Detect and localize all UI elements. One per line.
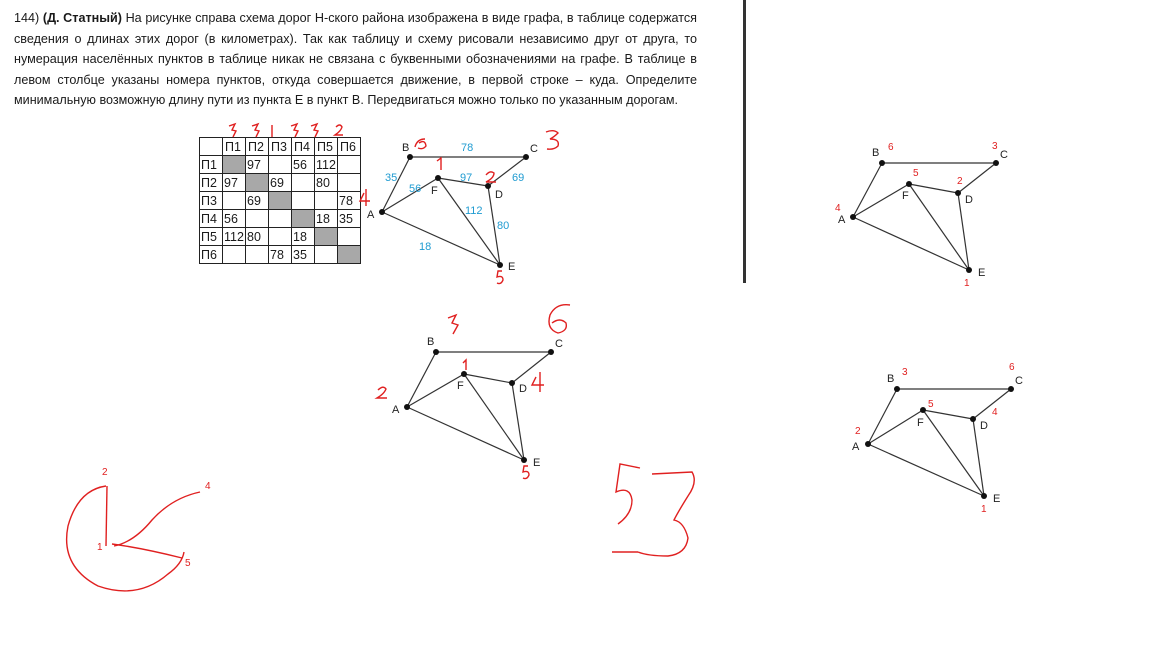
node-label-e: E xyxy=(508,261,515,273)
annotation-f: 5 xyxy=(928,399,934,410)
annotation-b: 3 xyxy=(902,367,908,378)
annotation-c: 3 xyxy=(992,141,998,152)
annotation-b: 6 xyxy=(888,142,894,153)
scribble-label-2: 2 xyxy=(102,467,108,478)
edge-de xyxy=(487,185,501,266)
table-cell: 112 xyxy=(222,227,246,246)
annotation-a: 2 xyxy=(855,426,861,437)
edge-fd xyxy=(437,177,489,187)
problem-author: (Д. Статный) xyxy=(42,11,122,25)
weight-ab: 35 xyxy=(385,172,397,184)
weight-ae: 18 xyxy=(419,241,431,253)
table-cell: 18 xyxy=(314,209,338,228)
table-header-scribbles xyxy=(228,122,343,138)
table-cell xyxy=(337,245,361,264)
node-label-d: D xyxy=(519,383,527,395)
node-label-e: E xyxy=(993,493,1000,505)
node-label-b: B xyxy=(402,142,409,154)
graph-middle: B C F D A E xyxy=(374,304,571,480)
table-cell: 35 xyxy=(291,245,315,264)
node-d xyxy=(485,183,491,189)
graph-bottom-right: B C F D A E 3 6 5 4 2 1 xyxy=(852,362,1023,515)
node-label-a: A xyxy=(852,441,860,453)
graph-main-scribbles xyxy=(358,130,560,285)
node-f xyxy=(435,175,441,181)
node-label-a: A xyxy=(392,404,400,416)
node-label-b: B xyxy=(872,147,879,159)
node-label-c: C xyxy=(1015,375,1023,387)
weight-dc: 69 xyxy=(512,172,524,184)
node-label-a: A xyxy=(838,214,846,226)
row-header: П1 xyxy=(199,155,223,174)
node-label-b: B xyxy=(427,336,434,348)
table-cell: 69 xyxy=(268,173,292,192)
row-header: П4 xyxy=(199,209,223,228)
edge-af xyxy=(381,177,439,213)
table-cell: 97 xyxy=(245,155,269,174)
col-header: П5 xyxy=(314,137,338,156)
node-label-d: D xyxy=(965,194,973,206)
node-label-a: A xyxy=(367,209,375,221)
annotation-e: 1 xyxy=(981,504,987,515)
edge-dc xyxy=(487,156,527,187)
weight-af: 56 xyxy=(409,183,421,195)
node-label-f: F xyxy=(457,380,464,392)
node-e xyxy=(497,262,503,268)
edge-ae xyxy=(381,211,501,266)
node-c xyxy=(523,154,529,160)
annotation-f: 5 xyxy=(913,168,919,179)
node-label-f: F xyxy=(902,190,909,202)
graph-top-right: B C F D A E 6 3 5 2 4 1 xyxy=(835,141,1008,289)
node-label-d: D xyxy=(495,189,503,201)
node-label-f: F xyxy=(917,417,924,429)
node-label-c: C xyxy=(555,338,563,350)
row-header: П5 xyxy=(199,227,223,246)
graph-middle-scribbles xyxy=(374,304,571,480)
node-label-c: C xyxy=(530,143,538,155)
table-cell xyxy=(222,155,246,174)
table-cell: 78 xyxy=(337,191,361,210)
problem-statement: 144) (Д. Статный) На рисунке справа схем… xyxy=(14,8,697,111)
table-header-row: П1 П2 П3 П4 П5 П6 xyxy=(199,137,361,156)
node-label-e: E xyxy=(533,457,540,469)
annotation-a: 4 xyxy=(835,203,841,214)
table-cell: 69 xyxy=(245,191,269,210)
node-label-f: F xyxy=(431,185,438,197)
scribble-diagram: 2 4 1 5 xyxy=(66,467,211,592)
row-header: П6 xyxy=(199,245,223,264)
vertical-divider xyxy=(743,0,746,283)
annotation-d: 2 xyxy=(957,176,963,187)
problem-body: На рисунке справа схема дорог Н-ского ра… xyxy=(14,11,697,108)
table-row: П6 78 35 xyxy=(199,245,361,264)
node-label-b: B xyxy=(887,373,894,385)
handwritten-answer xyxy=(612,463,695,557)
weight-fe: 112 xyxy=(465,205,483,217)
distance-table: П1 П2 П3 П4 П5 П6 П1 97 56 112 П2 97 69 … xyxy=(199,137,361,264)
table-cell: 35 xyxy=(337,209,361,228)
weight-de: 80 xyxy=(497,220,509,232)
node-a xyxy=(379,209,385,215)
node-b xyxy=(407,154,413,160)
weight-fd: 97 xyxy=(460,172,472,184)
weight-bc: 78 xyxy=(461,142,473,154)
annotation-d: 4 xyxy=(992,407,998,418)
table-row: П5 112 80 18 xyxy=(199,227,361,246)
table-cell: 78 xyxy=(268,245,292,264)
edge-ab xyxy=(381,156,411,213)
annotation-e: 1 xyxy=(964,278,970,289)
scribble-label-1: 1 xyxy=(97,542,103,553)
graph-main: B C F D A E 78 35 56 97 69 112 80 18 xyxy=(358,130,560,285)
table-row: П4 56 18 35 xyxy=(199,209,361,228)
annotation-c: 6 xyxy=(1009,362,1015,373)
table-cell xyxy=(268,191,292,210)
node-label-c: C xyxy=(1000,149,1008,161)
node-label-e: E xyxy=(978,267,985,279)
problem-number: 144) xyxy=(14,11,40,25)
scribble-label-5: 5 xyxy=(185,558,191,569)
node-label-d: D xyxy=(980,420,988,432)
edge-fe xyxy=(437,177,501,266)
table-cell xyxy=(314,227,338,246)
scribble-label-4: 4 xyxy=(205,481,211,492)
